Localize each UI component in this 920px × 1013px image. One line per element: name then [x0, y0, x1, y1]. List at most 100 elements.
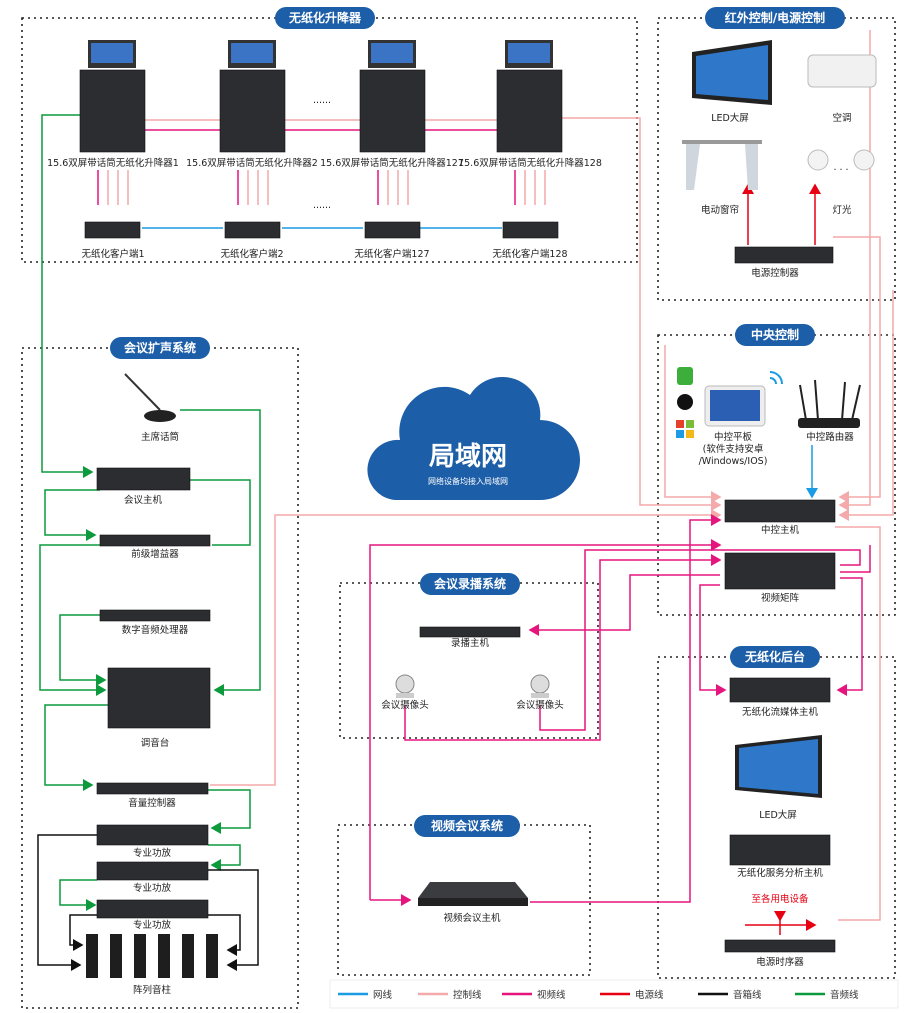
lifter-group: 15.6双屏带话筒无纸化升降器1 15.6双屏带话筒无纸化升降器2 15.6双屏…: [47, 40, 602, 260]
vc-section-title: 视频会议系统: [414, 815, 520, 837]
svg-text:会议摄像头: 会议摄像头: [381, 699, 429, 711]
svg-text:会议录播系统: 会议录播系统: [434, 576, 506, 591]
svg-text:专业功放: 专业功放: [133, 882, 172, 894]
svg-text:(软件支持安卓: (软件支持安卓: [703, 443, 764, 455]
svg-text:中央控制: 中央控制: [751, 327, 799, 342]
central-group: 中控平板 (软件支持安卓 /Windows/IOS) 中控路由器 中控主机 视频…: [676, 367, 861, 604]
microphone-icon: [124, 373, 176, 422]
svg-text:LED大屏: LED大屏: [759, 809, 797, 821]
lifter-label: 15.6双屏带话筒无纸化升降器128: [458, 157, 602, 169]
lifter-1: [79, 40, 146, 153]
backend-group: 无纸化流媒体主机 LED大屏 无纸化服务分析主机 至各用电设备 电源时序器: [724, 677, 836, 968]
server-device: [729, 834, 831, 866]
svg-text:网络设备均接入局域网: 网络设备均接入局域网: [428, 476, 508, 486]
svg-text:电源时序器: 电源时序器: [756, 956, 804, 968]
svg-text:局域网: 局域网: [429, 442, 507, 472]
legend-label: 网线: [373, 989, 393, 1001]
air-conditioner-icon: [807, 54, 877, 88]
audio-section-title: 会议扩声系统: [110, 337, 210, 359]
ir-section-box: [657, 17, 896, 301]
ellipsis: ......: [313, 200, 331, 211]
svg-text:会议扩声系统: 会议扩声系统: [124, 340, 196, 355]
svg-text:数字音频处理器: 数字音频处理器: [122, 624, 189, 636]
wifi-icon: [769, 371, 783, 385]
legend-item: 音箱线: [698, 989, 762, 1001]
conference-host-device: [96, 467, 191, 491]
central-host-device: [724, 499, 836, 523]
client-label: 无纸化客户端1: [81, 248, 144, 260]
backend-section-box: [657, 656, 896, 979]
svg-text:专业功放: 专业功放: [133, 847, 172, 859]
legend-item: 电源线: [600, 989, 664, 1001]
amplifier-device: [96, 824, 209, 846]
android-icon: [677, 367, 693, 385]
legend: 网线 控制线 视频线 电源线 音箱线 音频线: [329, 979, 899, 1009]
legend-label: 电源线: [635, 989, 664, 1001]
lifter-label: 15.6双屏带话筒无纸化升降器2: [186, 157, 318, 169]
apple-icon: [677, 394, 693, 410]
ir-group: LED大屏 空调 电动窗帘 · · · 灯光 电源控制器: [682, 40, 877, 279]
lifter-label: 15.6双屏带话筒无纸化升降器127: [320, 157, 464, 169]
lan-cloud: 局域网 网络设备均接入局域网: [367, 376, 580, 500]
client-label: 无纸化客户端128: [492, 248, 567, 260]
camera-icon: [395, 674, 415, 698]
ellipsis: ......: [313, 95, 331, 106]
legend-item: 音频线: [795, 989, 859, 1001]
backend-section-title: 无纸化后台: [730, 646, 820, 668]
legend-label: 音频线: [830, 989, 859, 1001]
svg-text:会议摄像头: 会议摄像头: [516, 699, 564, 711]
legend-item: 视频线: [502, 989, 566, 1001]
amplifier-device: [96, 861, 209, 881]
svg-text:灯光: 灯光: [832, 204, 852, 216]
light-bulb-icon: [807, 149, 875, 171]
client-label: 无纸化客户端127: [354, 248, 429, 260]
svg-text:至各用电设备: 至各用电设备: [751, 893, 809, 905]
dsp-device: [99, 609, 211, 622]
client-label: 无纸化客户端2: [220, 248, 283, 260]
power-controller-device: [734, 246, 834, 264]
tablet-icon: [704, 385, 766, 427]
svg-text:视频矩阵: 视频矩阵: [761, 592, 800, 604]
led-wall-icon: [692, 40, 772, 105]
legend-label: 音箱线: [733, 989, 762, 1001]
volume-controller-device: [96, 782, 209, 795]
amplifier-device: [96, 899, 209, 919]
svg-text:红外控制/电源控制: 红外控制/电源控制: [725, 10, 825, 25]
lifter-128: [496, 40, 563, 153]
recording-host-device: [419, 626, 521, 638]
connection-lines: [37, 30, 894, 971]
legend-label: 视频线: [537, 989, 566, 1001]
preamp-device: [99, 534, 211, 547]
svg-text:中控主机: 中控主机: [761, 524, 800, 536]
led-wall-icon: [735, 735, 822, 798]
lifter-127: [359, 40, 426, 153]
vc-group: 视频会议主机: [418, 882, 528, 924]
windows-icon: [676, 420, 694, 438]
svg-text:电动窗帘: 电动窗帘: [701, 204, 739, 216]
svg-text:中控平板: 中控平板: [714, 431, 753, 443]
svg-text:空调: 空调: [832, 112, 851, 124]
streaming-host-device: [729, 677, 831, 703]
svg-text:会议主机: 会议主机: [124, 494, 163, 506]
legend-item: 控制线: [418, 989, 482, 1001]
svg-text:无纸化升降器: 无纸化升降器: [288, 10, 362, 25]
svg-text:音量控制器: 音量控制器: [128, 797, 176, 809]
svg-text:专业功放: 专业功放: [133, 919, 172, 931]
router-icon: [798, 379, 861, 428]
mixer-device: [107, 667, 211, 729]
legend-item: 网线: [338, 989, 393, 1001]
central-section-title: 中央控制: [735, 324, 815, 346]
lifter-label: 15.6双屏带话筒无纸化升降器1: [47, 157, 179, 169]
camera-icon: [530, 674, 550, 698]
column-speakers: [86, 934, 218, 978]
svg-text:阵列音柱: 阵列音柱: [133, 984, 172, 996]
record-group: 录播主机 会议摄像头 会议摄像头: [381, 626, 564, 711]
svg-text:视频会议主机: 视频会议主机: [443, 912, 501, 924]
lifter-2: [219, 40, 286, 153]
svg-text:主席话筒: 主席话筒: [141, 431, 179, 443]
svg-text:视频会议系统: 视频会议系统: [431, 818, 503, 833]
svg-text:LED大屏: LED大屏: [711, 112, 749, 124]
video-matrix-device: [724, 552, 836, 590]
svg-text:无纸化服务分析主机: 无纸化服务分析主机: [737, 867, 823, 879]
